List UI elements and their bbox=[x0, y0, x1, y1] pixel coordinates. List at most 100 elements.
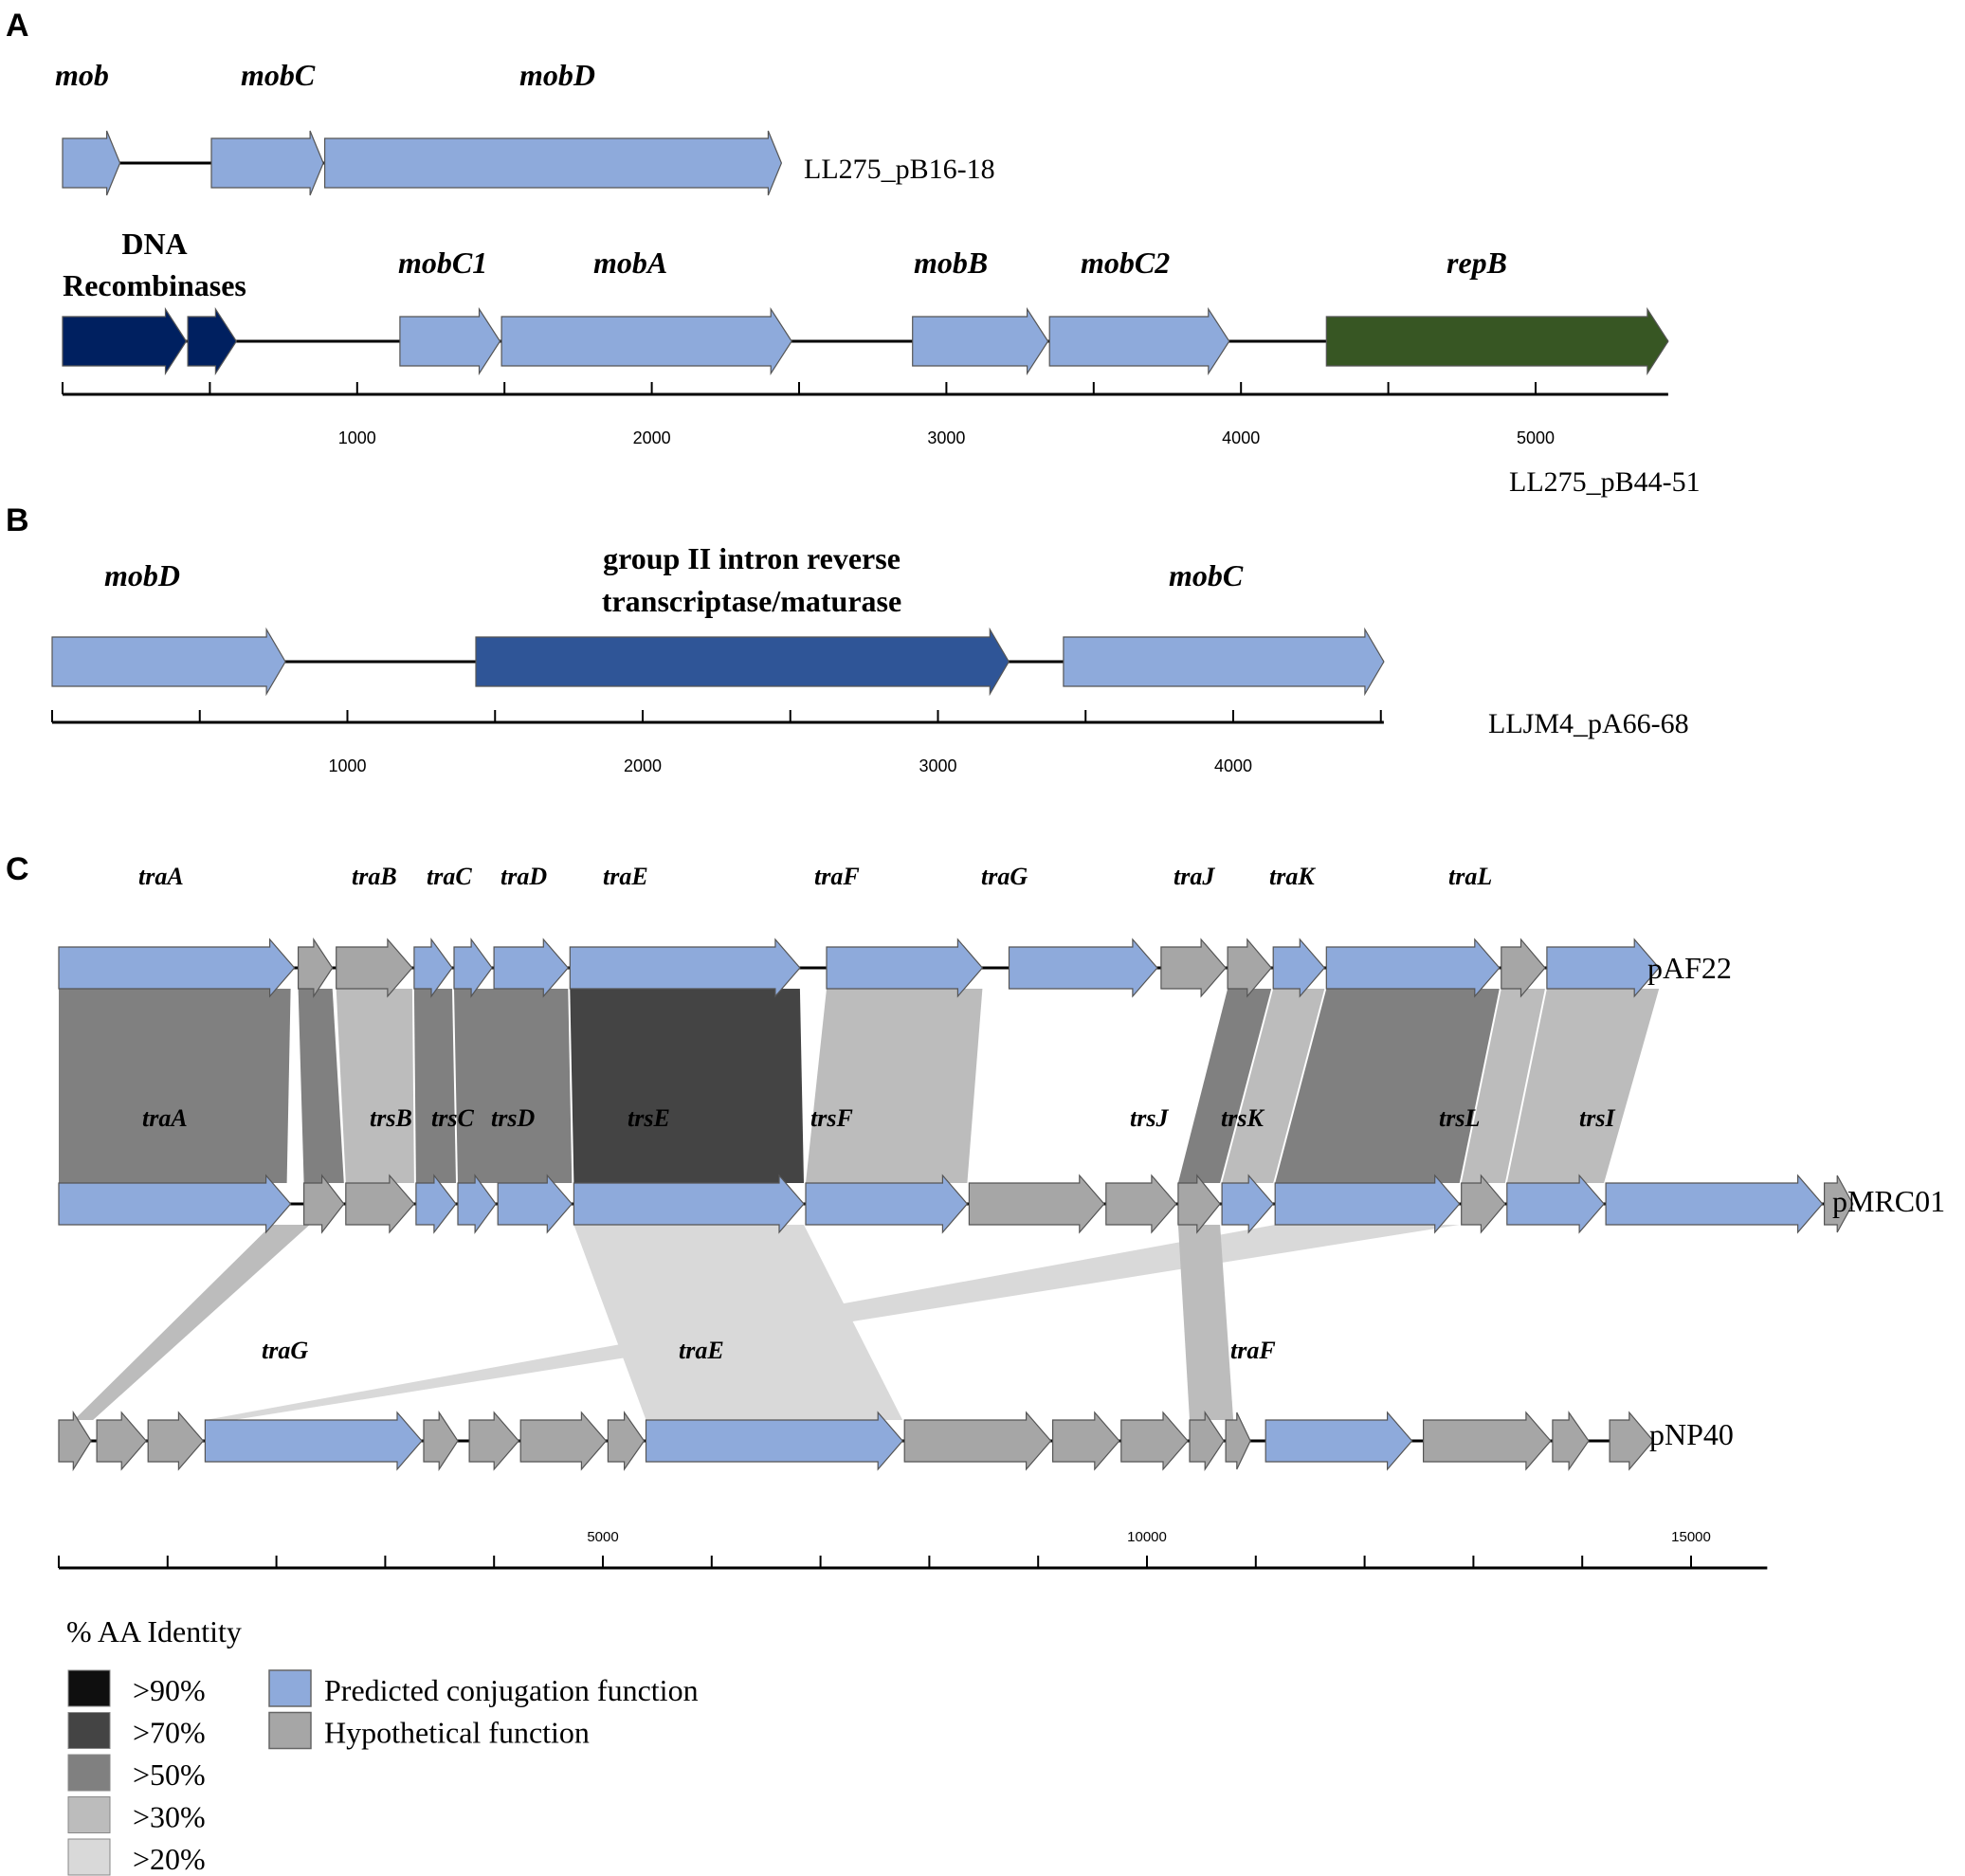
paf22-gene-arrow-3 bbox=[413, 938, 453, 998]
paf22-gene-arrow-5 bbox=[493, 938, 570, 998]
intron-label-line2: transcriptase/maturase bbox=[602, 584, 901, 618]
plasmid-track-pnp40 bbox=[58, 1410, 1654, 1472]
gene-label-mobc1: mobC1 bbox=[398, 246, 487, 280]
pb16-18-gene-arrow-0 bbox=[62, 130, 121, 196]
gene-label-mob: mob bbox=[55, 58, 109, 92]
identity-link-upper-8 bbox=[1222, 989, 1325, 1183]
plasmid-track-pmrc01 bbox=[58, 1174, 1854, 1234]
axis-c-tick-label: 5000 bbox=[587, 1529, 618, 1545]
pb16-18-gene-arrow-1 bbox=[210, 130, 324, 196]
gene-label-trac: traC bbox=[427, 863, 472, 890]
identity-link-upper-6 bbox=[806, 989, 983, 1183]
paf22-gene-arrow-11 bbox=[1272, 938, 1326, 998]
pb44-51-gene-arrow-6 bbox=[1325, 306, 1669, 376]
plasmid-name-lljm4-pa66-68: LLJM4_pA66-68 bbox=[1488, 708, 1689, 739]
panel-a-label: A bbox=[6, 8, 29, 44]
axis-a-tick-label: 4000 bbox=[1222, 428, 1260, 447]
legend-function-label-1: Hypothetical function bbox=[324, 1716, 590, 1750]
legend-swatch-function-0 bbox=[268, 1669, 312, 1707]
legend-swatch-function-1 bbox=[268, 1711, 312, 1750]
axis-c-tick-label: 10000 bbox=[1127, 1529, 1167, 1545]
pmrc01-gene-arrow-12 bbox=[1274, 1174, 1461, 1234]
gene-label-mobd-b: mobD bbox=[104, 558, 180, 592]
gene-label-trsd: trsD bbox=[491, 1104, 535, 1132]
pnp40-gene-arrow-4 bbox=[423, 1411, 459, 1471]
pnp40-gene-arrow-2 bbox=[147, 1411, 205, 1471]
paf22-gene-arrow-12 bbox=[1325, 938, 1501, 998]
pmrc01-gene-arrow-1 bbox=[303, 1174, 345, 1234]
gene-label-trsi: trsI bbox=[1579, 1104, 1615, 1132]
identity-link-upper-9 bbox=[1275, 989, 1500, 1183]
axis-a-tick-label: 2000 bbox=[633, 428, 671, 447]
legend-title: % AA Identity bbox=[66, 1614, 242, 1648]
pmrc01-gene-arrow-11 bbox=[1221, 1174, 1274, 1234]
pmrc01-gene-arrow-13 bbox=[1461, 1174, 1506, 1234]
pmrc01-gene-arrow-5 bbox=[497, 1174, 573, 1234]
pa66-68-gene-arrow-0 bbox=[51, 627, 286, 697]
plasmid-name-paf22: pAF22 bbox=[1647, 951, 1732, 985]
pb44-51-gene-arrow-2 bbox=[399, 306, 501, 376]
gene-label-mobb: mobB bbox=[914, 246, 988, 280]
gene-label-mobd: mobD bbox=[519, 58, 595, 92]
panel-b-label: B bbox=[6, 502, 29, 538]
paf22-gene-arrow-14 bbox=[1546, 938, 1660, 998]
gene-labels-paf22: traA traB traC traD traE traF traG traJ … bbox=[138, 863, 1492, 890]
gene-label-repb: repB bbox=[1446, 246, 1507, 280]
gene-label-trsf: trsF bbox=[810, 1104, 853, 1132]
pmrc01-gene-arrow-10 bbox=[1177, 1174, 1221, 1234]
gene-label-trae-paf22: traE bbox=[603, 863, 648, 890]
pnp40-gene-arrow-13 bbox=[1225, 1412, 1251, 1470]
identity-link-lower-3 bbox=[1177, 1225, 1234, 1420]
gene-label-trag-paf22: traG bbox=[981, 863, 1028, 890]
pb16-18-gene-arrow-2 bbox=[324, 130, 783, 196]
gene-label-trag-pnp40: traG bbox=[262, 1337, 308, 1364]
pnp40-gene-arrow-15 bbox=[1422, 1411, 1552, 1471]
identity-link-upper-7 bbox=[1177, 989, 1272, 1183]
pmrc01-gene-arrow-2 bbox=[345, 1174, 415, 1234]
legend-function-types: Predicted conjugation functionHypothetic… bbox=[268, 1669, 699, 1750]
paf22-gene-arrow-6 bbox=[569, 938, 801, 998]
legend-swatch-identity-2 bbox=[67, 1754, 111, 1792]
pnp40-gene-arrow-17 bbox=[1609, 1411, 1654, 1471]
plasmid-tracks-c bbox=[58, 938, 1854, 1472]
gene-label-trsl: trsL bbox=[1439, 1104, 1480, 1132]
paf22-gene-arrow-10 bbox=[1227, 938, 1272, 998]
gene-label-trad: traD bbox=[500, 863, 547, 890]
pb44-51-gene-arrow-0 bbox=[62, 306, 188, 376]
pnp40-gene-arrow-11 bbox=[1120, 1411, 1189, 1471]
gene-label-trse: trsE bbox=[628, 1104, 670, 1132]
panel-c-label: C bbox=[6, 851, 29, 887]
legend-function-label-0: Predicted conjugation function bbox=[324, 1673, 699, 1707]
gene-label-trsb: trsB bbox=[370, 1104, 412, 1132]
pmrc01-gene-arrow-7 bbox=[805, 1174, 969, 1234]
pnp40-gene-arrow-9 bbox=[903, 1411, 1052, 1471]
legend-identity-label-3: >30% bbox=[133, 1800, 206, 1834]
pa66-68-gene-arrow-1 bbox=[475, 627, 1010, 697]
gene-label-tral: traL bbox=[1448, 863, 1492, 890]
pnp40-gene-arrow-1 bbox=[96, 1411, 147, 1471]
pmrc01-gene-arrow-9 bbox=[1105, 1174, 1177, 1234]
pb44-51-gene-arrow-4 bbox=[912, 306, 1049, 376]
legend: % AA Identity >90%>70%>50%>30%>20% Predi… bbox=[66, 1614, 699, 1876]
pb44-51-gene-arrow-5 bbox=[1048, 306, 1230, 376]
identity-link-lower-0 bbox=[74, 1225, 310, 1420]
gene-labels-pmrc01: traA trsB trsC trsD trsE trsF trsJ trsK … bbox=[142, 1104, 1615, 1132]
gene-label-traf-paf22: traF bbox=[814, 863, 860, 890]
gene-label-trae-pnp40: traE bbox=[679, 1337, 724, 1364]
gene-labels-pnp40: traG traE traF bbox=[262, 1337, 1276, 1364]
axis-a-tick-label: 3000 bbox=[927, 428, 965, 447]
pnp40-gene-arrow-12 bbox=[1189, 1411, 1225, 1471]
pnp40-gene-arrow-6 bbox=[519, 1411, 608, 1471]
plasmid-track-ll275-pb16-18 bbox=[62, 130, 783, 196]
legend-swatch-identity-1 bbox=[67, 1712, 111, 1749]
pnp40-gene-arrow-10 bbox=[1051, 1411, 1120, 1471]
pnp40-gene-arrow-3 bbox=[204, 1411, 423, 1471]
pmrc01-gene-arrow-6 bbox=[573, 1174, 805, 1234]
gene-label-trsc: trsC bbox=[431, 1104, 474, 1132]
paf22-gene-arrow-7 bbox=[826, 938, 984, 998]
paf22-gene-arrow-0 bbox=[58, 938, 296, 998]
